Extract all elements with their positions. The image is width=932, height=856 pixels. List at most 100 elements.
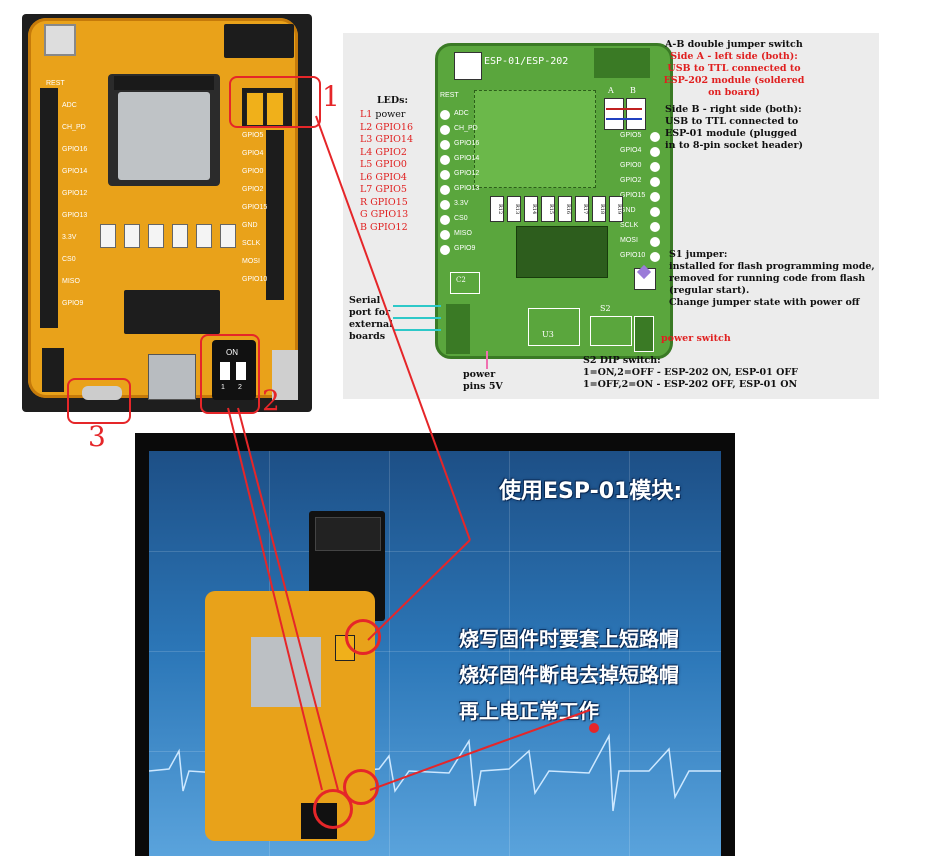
- resistor: [124, 224, 140, 248]
- jumper-footprint-a: [604, 98, 624, 130]
- led-id: L6: [360, 171, 376, 183]
- pcb-pin-label: CH_PD: [454, 125, 478, 132]
- led-entry: B GPIO12: [360, 222, 408, 234]
- pcb-pin-label: MOSI: [620, 237, 638, 244]
- highlight-circle-jumper: [345, 619, 381, 655]
- led-entry: L5 GPIO0: [360, 159, 407, 171]
- led-id: L3: [360, 134, 376, 145]
- banner-title: 使用ESP-01模块:: [499, 479, 683, 504]
- pcb-pin-label: GPIO5: [620, 132, 642, 139]
- pcb-pin-label: GPIO9: [454, 245, 476, 252]
- ic-footprint: [516, 226, 608, 278]
- led-name: GPIO4: [375, 171, 407, 183]
- grid-line: [509, 451, 510, 856]
- photo-pin-label: MOSI: [242, 258, 260, 265]
- side-a-line: USB to TTL connected to: [667, 63, 801, 74]
- pcb-resistor: R19: [609, 196, 623, 222]
- pcb-pin-label: GPIO4: [620, 147, 642, 154]
- s1-line: removed for running code from flash: [669, 273, 866, 284]
- led-name: power: [375, 109, 406, 120]
- pcb-pin: [650, 192, 660, 202]
- led-id: B: [360, 221, 371, 233]
- photo-pin-label: GPIO10: [242, 276, 268, 283]
- dip-num-1: 1: [221, 384, 225, 391]
- photo-pin-label: REST: [46, 80, 65, 87]
- pcb-pin: [440, 215, 450, 225]
- led-id: R: [360, 196, 371, 208]
- pcb-pin-label: GPIO13: [454, 185, 480, 192]
- photo-pin-label: SCLK: [242, 240, 261, 247]
- jumper-cap-b: [266, 92, 284, 126]
- serial-arrow: [393, 317, 441, 319]
- pcb-pin-label: GPIO15: [620, 192, 646, 199]
- led-id: L7: [360, 184, 376, 195]
- side-a-line: on board): [708, 87, 760, 98]
- dip-switch: ON 1 2: [212, 340, 256, 400]
- photo-pin-label: GPIO13: [62, 212, 88, 219]
- esp-module: [108, 74, 220, 186]
- pcb-resistor: R16: [558, 196, 572, 222]
- pcb-pin: [440, 110, 450, 120]
- banner-esp202: [251, 637, 321, 707]
- pcb-pin: [650, 252, 660, 262]
- red-dot: [589, 723, 599, 733]
- pcb-pin: [650, 132, 660, 142]
- led-entry: L7 GPIO5: [360, 184, 407, 196]
- photo-pin-label: MISO: [62, 278, 80, 285]
- photo-pin-label: GPIO5: [242, 132, 264, 139]
- photo-pin-label: GND: [242, 222, 258, 229]
- pcb-pin: [440, 125, 450, 135]
- rgb-led-footprint: [454, 52, 482, 80]
- resistor: [100, 224, 116, 248]
- photo-pin-label: GPIO2: [242, 186, 264, 193]
- led-name: GPIO12: [370, 221, 408, 233]
- grid-line: [629, 451, 630, 856]
- s1-line: Change jumper state with power off: [669, 297, 860, 308]
- jumper-line-red: [606, 108, 642, 110]
- callout-box-3: [67, 378, 131, 424]
- photo-pin-label: GPIO14: [62, 168, 88, 175]
- led-entry: L1 power: [360, 109, 405, 121]
- pcb-pin-label: SCLK: [620, 222, 639, 229]
- grid-line: [149, 651, 721, 652]
- pcb-pin: [440, 155, 450, 165]
- pcb-pin: [650, 147, 660, 157]
- jumper-block: [242, 88, 292, 128]
- dip-num-2: 2: [238, 384, 242, 391]
- led-entry: L2 GPIO16: [360, 122, 413, 134]
- pcb-pin-label: GPIO0: [620, 162, 642, 169]
- header-top: [224, 24, 294, 58]
- led-id: L2: [360, 121, 376, 133]
- jumper-line-blue: [606, 118, 642, 120]
- callout-number-1: 1: [322, 80, 340, 113]
- resistor: [220, 224, 236, 248]
- antenna: [114, 76, 214, 90]
- side-b-line: ESP-01 module (plugged: [665, 128, 797, 139]
- resistor: [172, 224, 188, 248]
- pcb-resistor: R15: [541, 196, 555, 222]
- led-name: GPIO13: [370, 209, 409, 220]
- pcb-resistor: R13: [507, 196, 521, 222]
- pcb-pin: [440, 170, 450, 180]
- board-title: ESP-01/ESP-202: [484, 56, 569, 67]
- rf-shield: [118, 92, 210, 180]
- side-a-line: ESP-202 module (soldered: [663, 75, 805, 86]
- pcb-resistor: R14: [524, 196, 538, 222]
- side-b-line: Side B - right side (both):: [665, 104, 802, 115]
- dip-lever-2: [236, 362, 246, 380]
- power-switch: [272, 350, 298, 400]
- jumper-footprint-b: [626, 98, 646, 130]
- rgb-led: [44, 24, 76, 56]
- pcb-pin: [440, 245, 450, 255]
- power-switch-label: power switch: [661, 333, 731, 344]
- pcb-pin: [440, 185, 450, 195]
- power-pads: [82, 386, 122, 400]
- photo-pin-label: GPIO4: [242, 150, 264, 157]
- pcb-pin-label: MISO: [454, 230, 472, 237]
- header-footprint: [594, 48, 650, 78]
- pcb-label-b: B: [630, 86, 636, 95]
- led-name: GPIO16: [375, 121, 413, 133]
- pcb-label-a: A: [608, 86, 614, 95]
